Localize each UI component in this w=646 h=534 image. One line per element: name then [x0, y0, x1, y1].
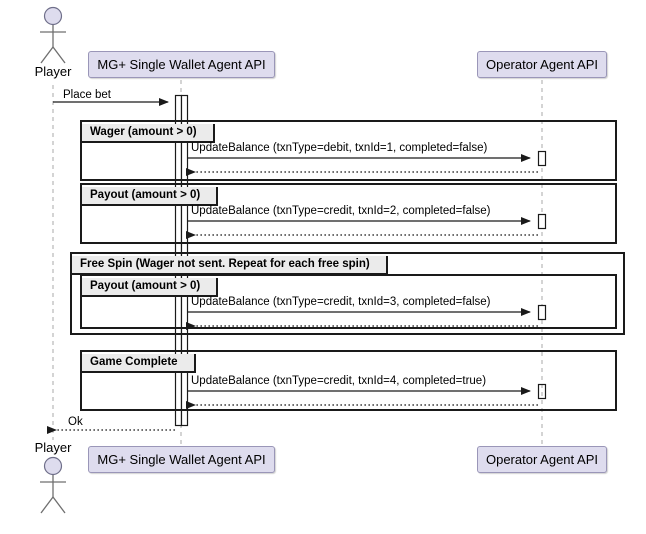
participant-label-mgp-top: MG+ Single Wallet Agent API: [97, 57, 266, 72]
fragment-label-wager: Wager (amount > 0): [82, 124, 215, 143]
message-label-update-balance-1: UpdateBalance (txnType=debit, txnId=1, c…: [191, 142, 488, 154]
fragment-label-wrap-game-complete: Game Complete: [82, 352, 196, 373]
fragment-label-wrap-payout-1: Payout (amount > 0): [82, 185, 219, 206]
fragment-label-payout-2: Payout (amount > 0): [82, 278, 219, 297]
fragment-payout-2: Payout (amount > 0): [80, 274, 617, 329]
fragment-label-wrap-payout-2: Payout (amount > 0): [82, 276, 219, 297]
participant-label-operator-bottom: Operator Agent API: [485, 452, 599, 467]
activation-operator-1: [537, 150, 547, 167]
actor-player-bottom: [40, 456, 66, 514]
message-label-ok: Ok: [68, 416, 83, 428]
fragment-wager: Wager (amount > 0): [80, 120, 617, 181]
participant-box-operator-bottom[interactable]: Operator Agent API: [477, 446, 607, 473]
activation-operator-4: [537, 383, 547, 400]
fragment-label-payout-1: Payout (amount > 0): [82, 187, 219, 206]
fragment-label-free-spin: Free Spin (Wager not sent. Repeat for ea…: [72, 256, 388, 275]
fragment-label-wrap-wager: Wager (amount > 0): [82, 122, 215, 143]
actor-label-player-top: Player: [34, 64, 72, 79]
fragment-payout-1: Payout (amount > 0): [80, 183, 617, 244]
fragment-label-wrap-free-spin: Free Spin (Wager not sent. Repeat for ea…: [72, 254, 388, 275]
participant-box-mgp-top[interactable]: MG+ Single Wallet Agent API: [88, 51, 275, 78]
participant-box-mgp-bottom[interactable]: MG+ Single Wallet Agent API: [88, 446, 275, 473]
fragment-label-game-complete: Game Complete: [82, 354, 196, 373]
participant-label-operator-top: Operator Agent API: [485, 57, 599, 72]
actor-label-player-bottom: Player: [34, 440, 72, 455]
fragment-game-complete: Game Complete: [80, 350, 617, 411]
actor-player-top: [40, 6, 66, 64]
message-label-update-balance-2: UpdateBalance (txnType=credit, txnId=2, …: [191, 205, 491, 217]
message-label-update-balance-4: UpdateBalance (txnType=credit, txnId=4, …: [191, 375, 487, 387]
message-label-place-bet: Place bet: [63, 89, 111, 101]
participant-box-operator-top[interactable]: Operator Agent API: [477, 51, 607, 78]
activation-operator-3: [537, 304, 547, 321]
message-label-update-balance-3: UpdateBalance (txnType=credit, txnId=3, …: [191, 296, 491, 308]
activation-operator-2: [537, 213, 547, 230]
participant-label-mgp-bottom: MG+ Single Wallet Agent API: [97, 452, 266, 467]
